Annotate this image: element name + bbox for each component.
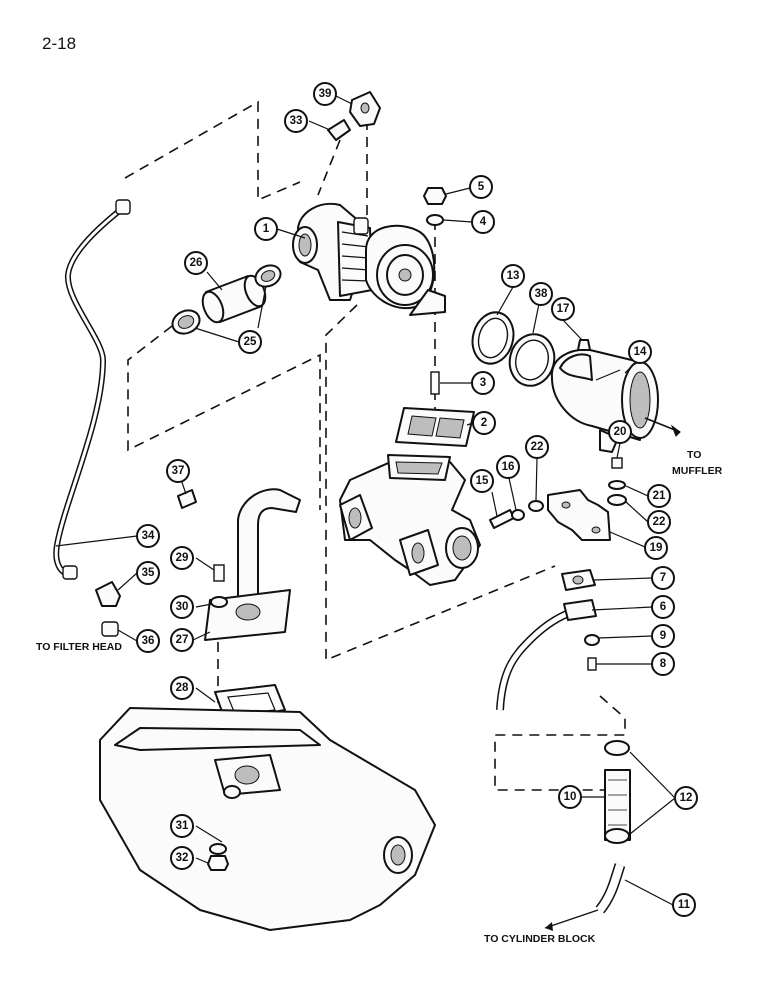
callout-6: 6 xyxy=(651,595,675,619)
callout-15: 15 xyxy=(470,469,494,493)
callout-1: 1 xyxy=(254,217,278,241)
callout-27: 27 xyxy=(170,628,194,652)
svg-text:20: 20 xyxy=(614,426,627,438)
callout-25: 25 xyxy=(238,330,262,354)
svg-text:37: 37 xyxy=(172,465,185,477)
svg-text:1: 1 xyxy=(263,223,270,235)
svg-text:39: 39 xyxy=(319,88,332,100)
hose-and-clamps xyxy=(171,264,282,335)
return-tube xyxy=(496,569,600,711)
svg-text:17: 17 xyxy=(557,303,570,315)
callout-19: 19 xyxy=(644,536,668,560)
svg-text:7: 7 xyxy=(660,572,666,584)
note-to-filter-head: TO FILTER HEAD xyxy=(36,641,122,653)
filter-fittings xyxy=(95,581,121,637)
svg-text:19: 19 xyxy=(650,542,663,554)
oil-feed-tube xyxy=(53,199,131,580)
callout-30: 30 xyxy=(170,595,194,619)
callout-22b: 22 xyxy=(647,510,671,534)
callout-29: 29 xyxy=(170,546,194,570)
svg-text:27: 27 xyxy=(176,634,189,646)
svg-text:14: 14 xyxy=(634,346,647,358)
svg-text:5: 5 xyxy=(478,181,485,193)
svg-text:15: 15 xyxy=(476,475,489,487)
svg-text:11: 11 xyxy=(678,899,691,911)
callout-37: 37 xyxy=(166,459,190,483)
callout-3: 3 xyxy=(471,371,495,395)
note-to-muffler-2: MUFFLER xyxy=(672,465,723,477)
svg-text:25: 25 xyxy=(244,336,257,348)
leader-lines xyxy=(55,95,676,906)
callout-10: 10 xyxy=(558,785,582,809)
callout-16: 16 xyxy=(496,455,520,479)
svg-text:36: 36 xyxy=(142,635,155,647)
callout-35: 35 xyxy=(136,561,160,585)
callout-12: 12 xyxy=(674,786,698,810)
callout-36: 36 xyxy=(136,629,160,653)
callout-9: 9 xyxy=(651,624,675,648)
callout-14: 14 xyxy=(628,340,652,364)
turbocharger xyxy=(292,202,446,316)
svg-text:30: 30 xyxy=(176,601,189,613)
note-to-muffler-1: TO xyxy=(687,449,701,461)
oil-return-hose xyxy=(544,740,631,931)
callout-13: 13 xyxy=(501,264,525,288)
svg-text:21: 21 xyxy=(653,490,666,502)
callout-28: 28 xyxy=(170,676,194,700)
callout-26: 26 xyxy=(184,251,208,275)
exhaust-elbow xyxy=(339,454,481,586)
svg-text:22: 22 xyxy=(653,516,666,528)
svg-text:8: 8 xyxy=(660,658,667,670)
svg-text:33: 33 xyxy=(290,115,303,127)
exhaust-pipe xyxy=(471,311,681,453)
intake-manifold xyxy=(99,684,436,931)
note-to-cylinder-block: TO CYLINDER BLOCK xyxy=(484,933,596,945)
support-bracket xyxy=(489,457,627,541)
callout-21: 21 xyxy=(647,484,671,508)
svg-text:26: 26 xyxy=(190,257,203,269)
callout-33: 33 xyxy=(284,109,308,133)
svg-text:9: 9 xyxy=(660,630,666,642)
svg-text:12: 12 xyxy=(680,792,693,804)
svg-text:22: 22 xyxy=(531,441,544,453)
svg-text:10: 10 xyxy=(564,791,577,803)
svg-text:29: 29 xyxy=(176,552,189,564)
elbow-fitting xyxy=(327,91,381,141)
callouts: 1 2 3 4 5 6 7 8 9 10 11 12 13 14 15 16 1… xyxy=(136,82,698,917)
intake-tube xyxy=(177,488,301,641)
callout-32: 32 xyxy=(170,846,194,870)
svg-text:38: 38 xyxy=(535,288,548,300)
svg-text:16: 16 xyxy=(502,461,515,473)
callout-4: 4 xyxy=(471,210,495,234)
svg-text:31: 31 xyxy=(176,820,189,832)
svg-text:13: 13 xyxy=(507,270,520,282)
callout-11: 11 xyxy=(672,893,696,917)
callout-5: 5 xyxy=(469,175,493,199)
svg-text:28: 28 xyxy=(176,682,189,694)
svg-text:34: 34 xyxy=(142,530,155,542)
svg-text:35: 35 xyxy=(142,567,155,579)
svg-text:4: 4 xyxy=(480,216,487,228)
page-number: 2-18 xyxy=(42,34,77,53)
svg-text:32: 32 xyxy=(176,852,189,864)
callout-20: 20 xyxy=(608,420,632,444)
callout-7: 7 xyxy=(651,566,675,590)
callout-22a: 22 xyxy=(525,435,549,459)
svg-text:6: 6 xyxy=(660,601,666,613)
callout-34: 34 xyxy=(136,524,160,548)
svg-text:3: 3 xyxy=(480,377,486,389)
callout-31: 31 xyxy=(170,814,194,838)
stud-nut-washer xyxy=(395,187,475,447)
callout-38: 38 xyxy=(529,282,553,306)
callout-17: 17 xyxy=(551,297,575,321)
callout-8: 8 xyxy=(651,652,675,676)
notes: TO FILTER HEAD TO MUFFLER TO CYLINDER BL… xyxy=(36,449,723,945)
svg-text:2: 2 xyxy=(481,417,487,429)
callout-2: 2 xyxy=(472,411,496,435)
callout-39: 39 xyxy=(313,82,337,106)
